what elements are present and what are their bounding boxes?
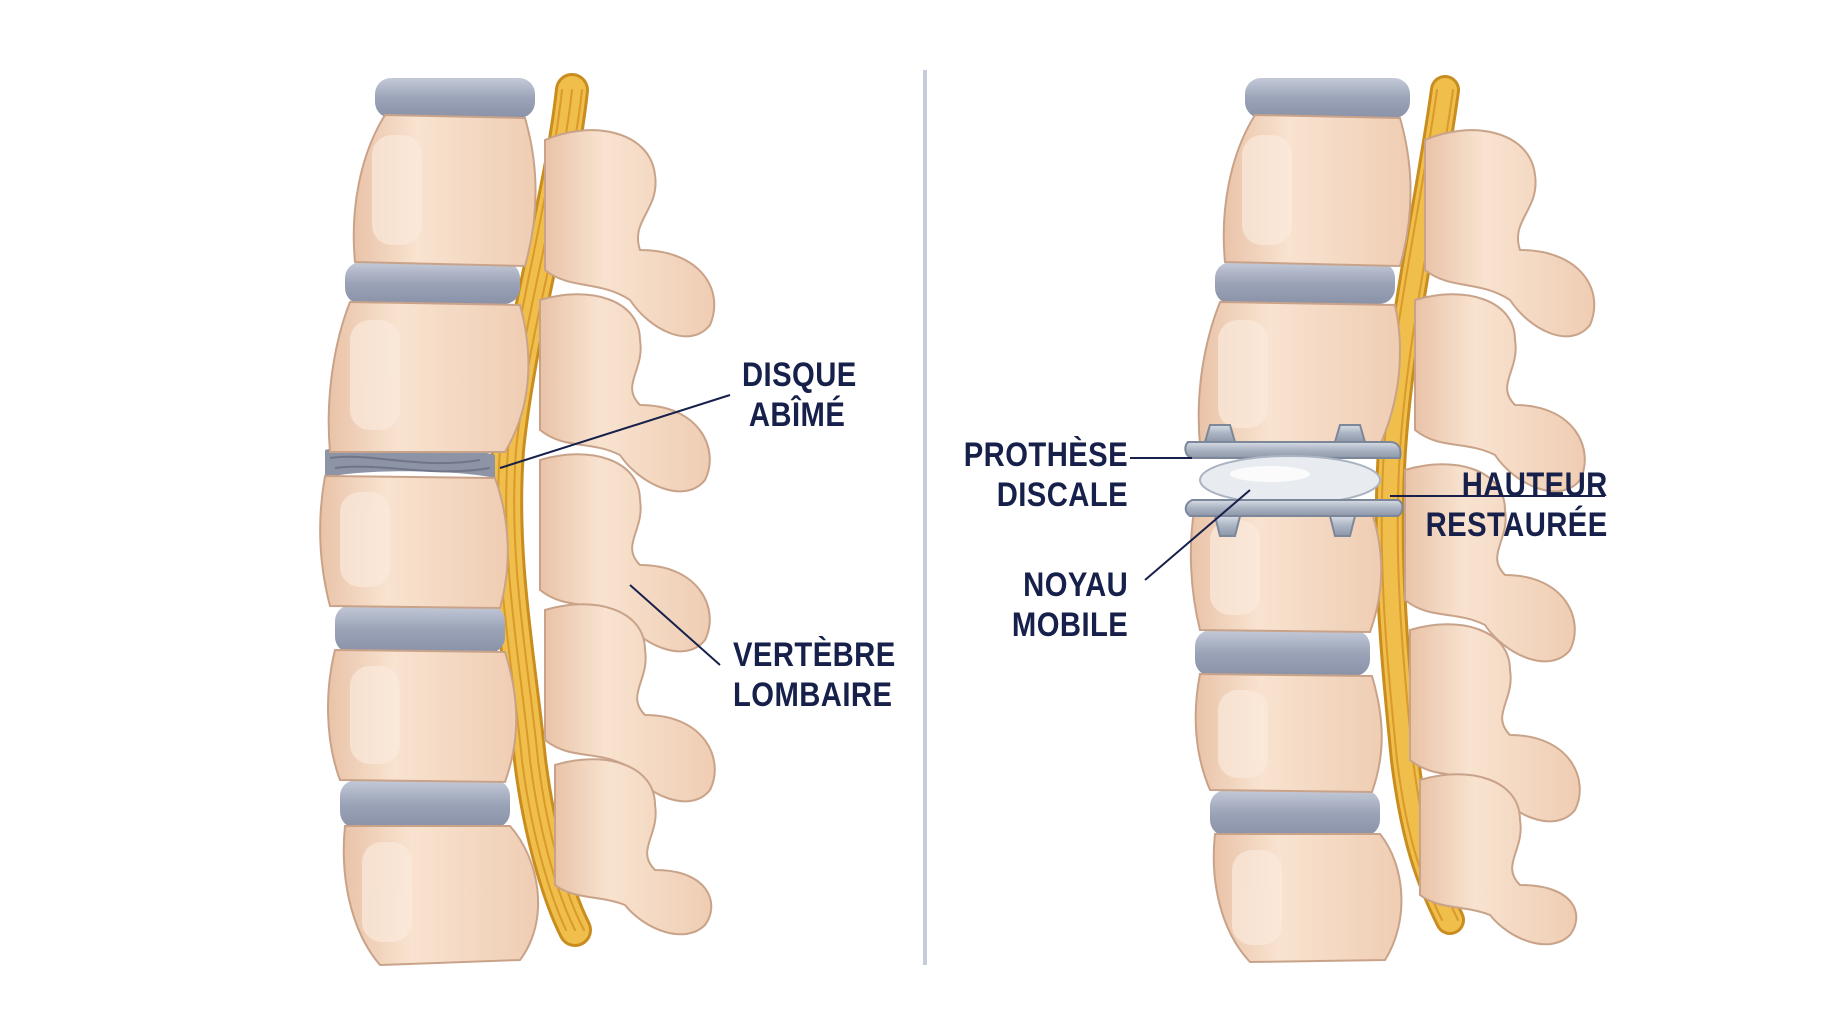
bone-highlights-left xyxy=(340,135,422,942)
spine-before-surgery xyxy=(319,73,716,967)
leader-lines xyxy=(499,394,1605,666)
label-lumbar-vertebra: VERTÈBRE LOMBAIRE xyxy=(733,636,896,714)
leader-damaged-disc xyxy=(499,394,731,469)
posterior-processes-right xyxy=(1404,129,1596,946)
spine-after-surgery xyxy=(1184,75,1596,964)
leader-lumbar-vertebra xyxy=(629,584,721,666)
intervertebral-discs-left xyxy=(335,78,535,828)
posterior-processes-left xyxy=(539,129,716,936)
label-disc-prosthesis: PROTHÈSE DISCALE xyxy=(963,436,1128,514)
label-mobile-core: NOYAU MOBILE xyxy=(1011,566,1128,644)
disc-prosthesis-implant xyxy=(1184,424,1404,537)
label-restored-height: HAUTEUR RESTAURÉE xyxy=(1425,466,1608,544)
intervertebral-discs-right xyxy=(1195,78,1410,836)
leader-mobile-core xyxy=(1144,489,1251,581)
bone-highlights-right xyxy=(1210,135,1292,945)
label-damaged-disc: DISQUE ABÎMÉ xyxy=(742,356,857,434)
